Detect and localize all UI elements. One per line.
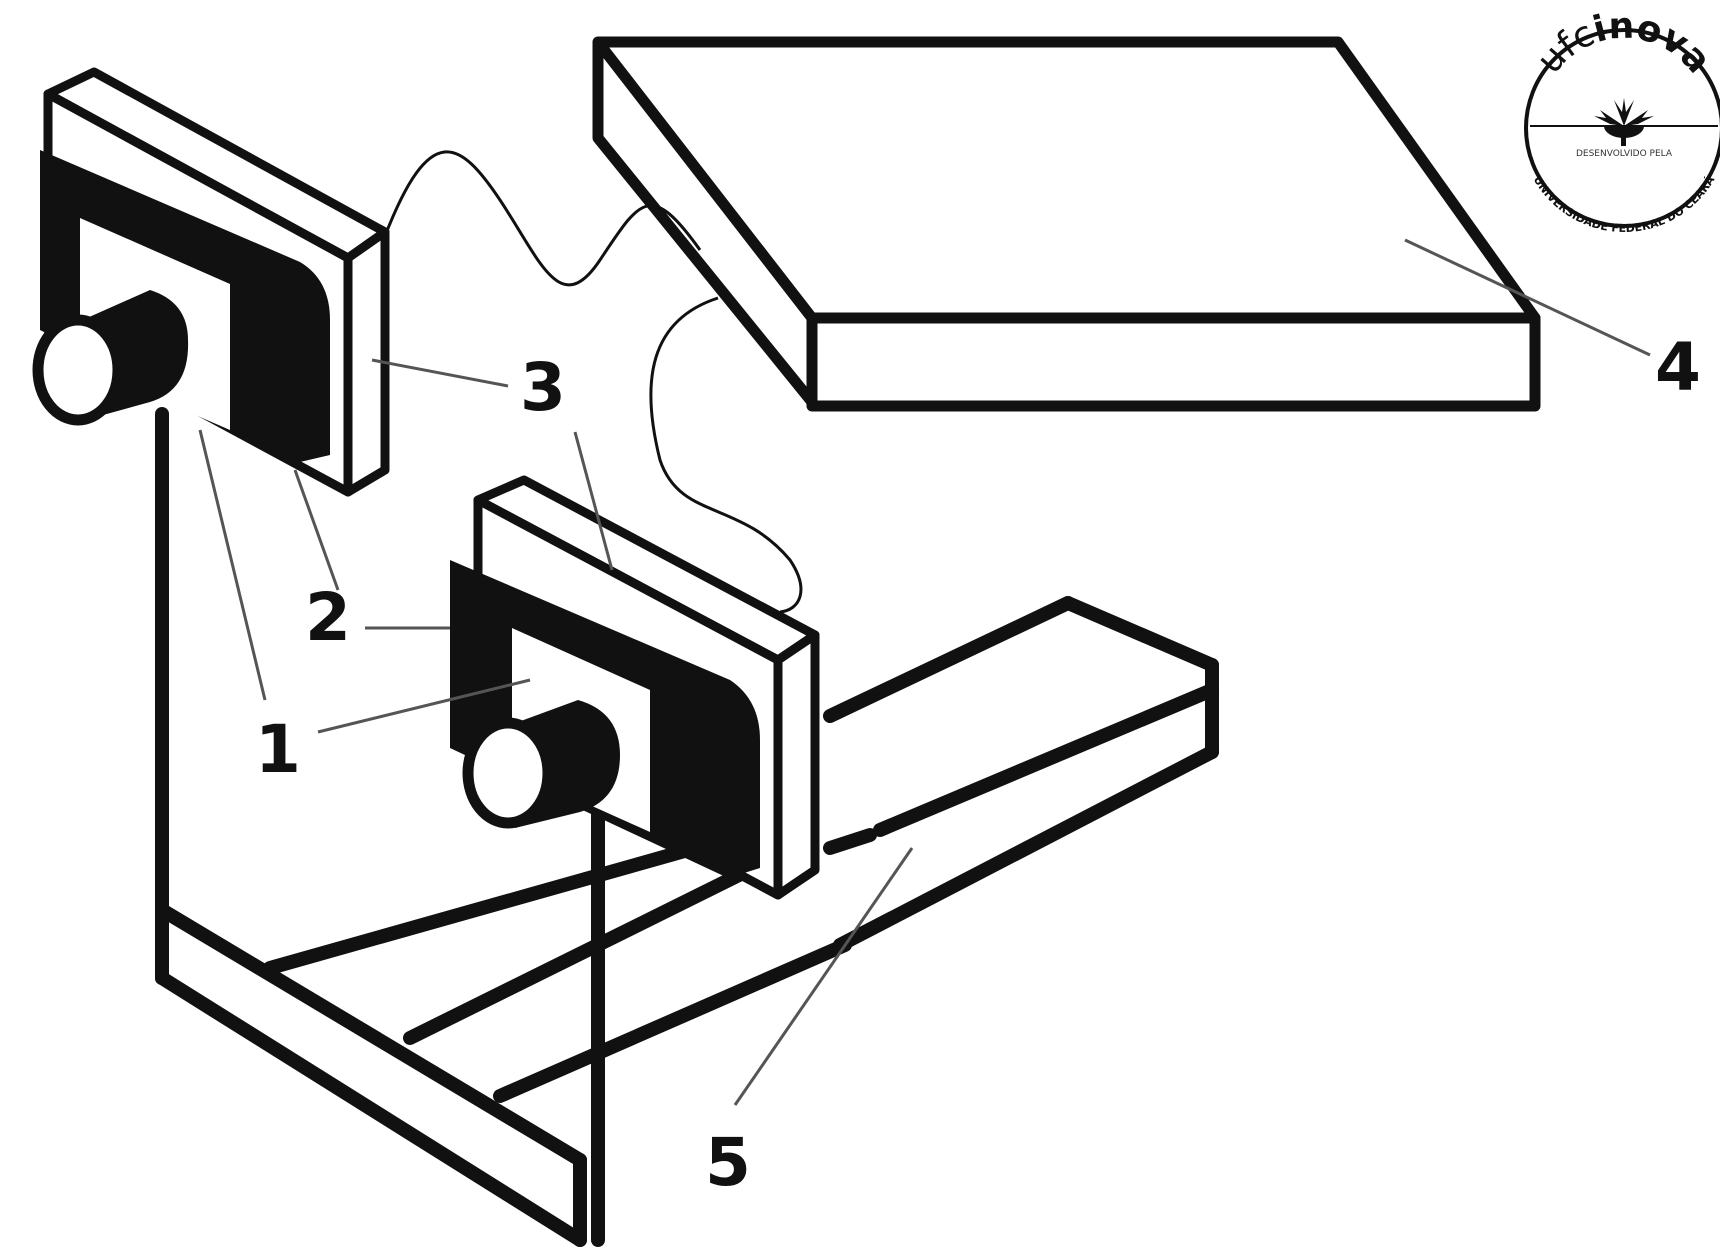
cables [383,150,803,614]
palm-leaf-icon [1594,98,1654,146]
label-part-4: 4 [1655,329,1701,406]
label-part-2: 2 [305,579,351,656]
cylinder-part-1-lower [462,700,620,829]
logo-ring-top: DESENVOLVIDO PELA [1576,149,1673,159]
label-part-5: 5 [705,1124,751,1201]
upper-unit [32,67,390,497]
ufcinova-logo: ufcinova DESENVOLVIDO PELA UNIVERSIDADE … [1524,6,1720,235]
frame-part-5 [155,407,1219,1247]
part-labels: 1 2 3 4 5 [255,329,1701,1201]
leader-lines [198,238,1651,1106]
label-part-3: 3 [520,349,566,426]
plate-part-4 [592,36,1541,412]
lower-unit [450,475,820,900]
cylinder-part-1-upper [32,290,189,426]
label-part-1: 1 [255,711,301,788]
